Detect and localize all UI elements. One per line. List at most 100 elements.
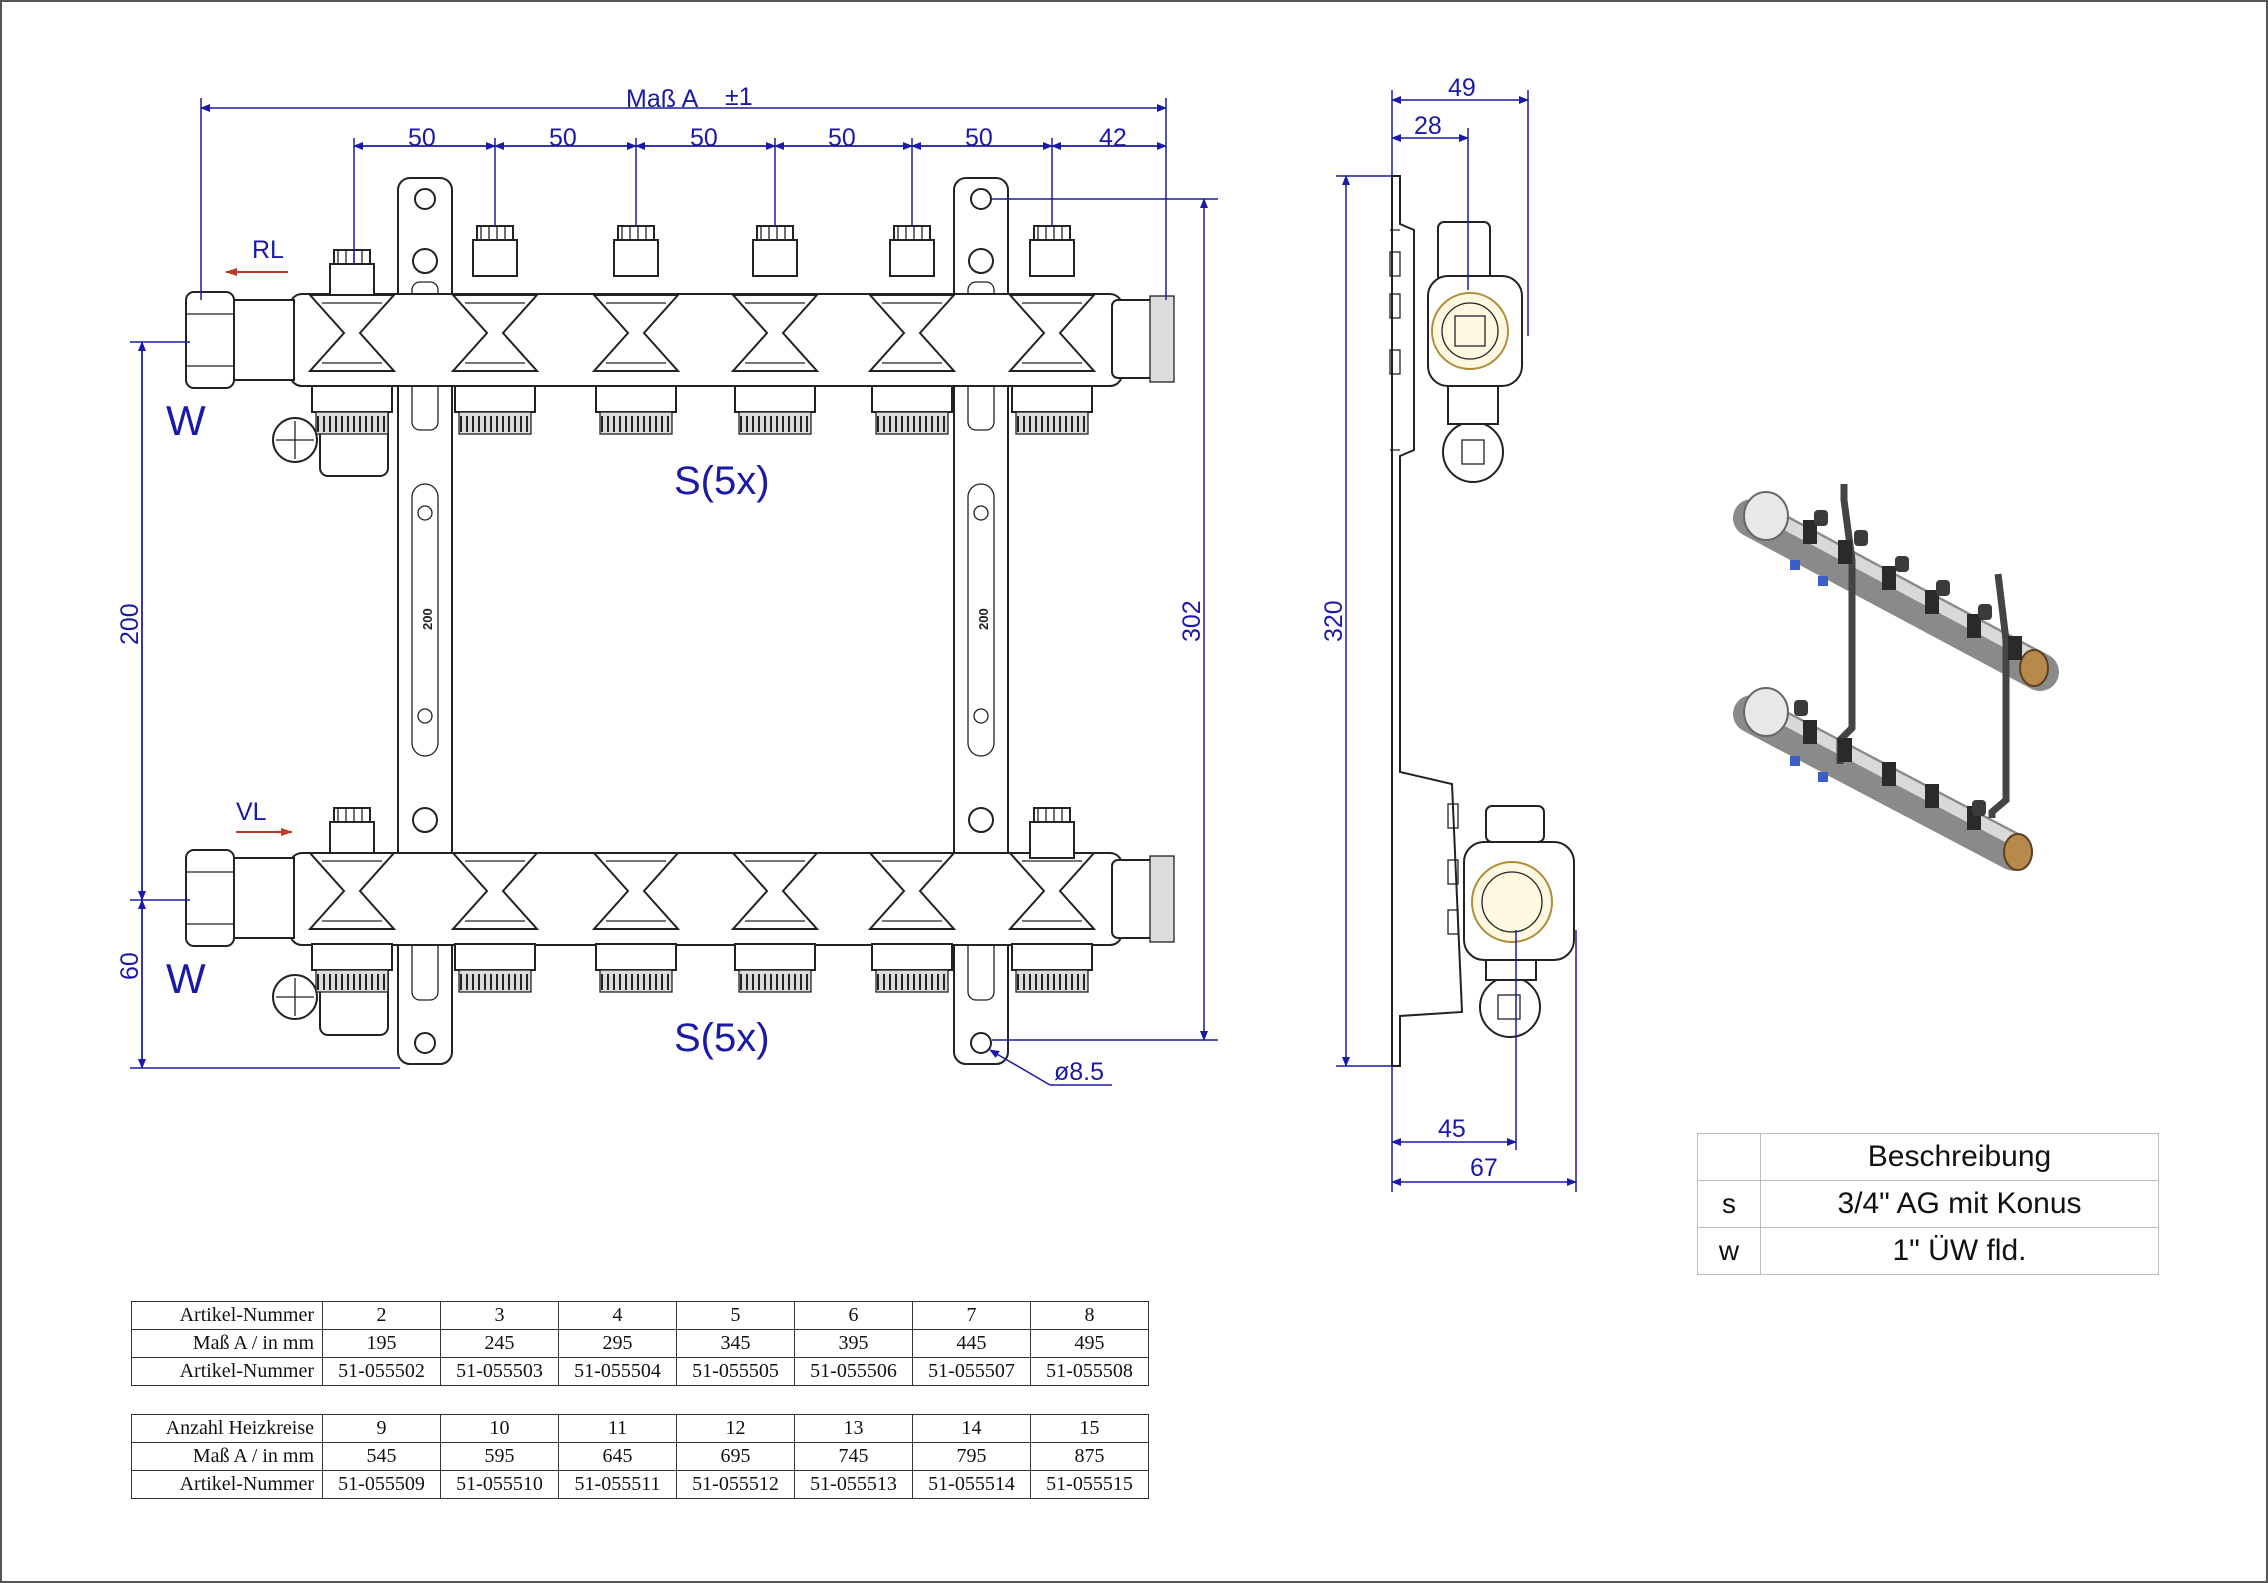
- dim-mass-a: Maß A: [626, 85, 699, 113]
- dim-hole-diameter: ø8.5: [1054, 1058, 1104, 1086]
- cell: 695: [676, 1442, 795, 1471]
- cell: 4: [558, 1301, 677, 1330]
- cell: 645: [558, 1442, 677, 1471]
- cell: 51-055504: [558, 1357, 677, 1386]
- front-view: Maß A ±1 50 50 50 50 50 42 200 60 302 ø8…: [116, 83, 1218, 1086]
- bottom-manifold: [185, 807, 1175, 1036]
- cell: 2: [322, 1301, 441, 1330]
- description-table: Beschreibung s 3/4" AG mit Konus w 1" ÜW…: [1697, 1133, 2159, 1275]
- label-w-bottom: W: [166, 955, 206, 1002]
- cell: 51-055513: [794, 1470, 913, 1499]
- bracket-label-left: 200: [420, 608, 435, 630]
- top-manifold: [185, 225, 1175, 477]
- dim-mass-a-tolerance: ±1: [725, 83, 753, 111]
- cell: 51-055503: [440, 1357, 559, 1386]
- left-bracket: [397, 177, 453, 1065]
- cell: 3: [440, 1301, 559, 1330]
- cell: 51-055512: [676, 1470, 795, 1499]
- cell: 875: [1030, 1442, 1149, 1471]
- spacer-cell: [131, 1385, 1149, 1415]
- cell: 8: [1030, 1301, 1149, 1330]
- cell: 51-055505: [676, 1357, 795, 1386]
- row-label: Artikel-Nummer: [131, 1301, 323, 1330]
- cell: 51-055508: [1030, 1357, 1149, 1386]
- description-row: w 1" ÜW fld.: [1697, 1227, 2159, 1275]
- cell: 9: [322, 1414, 441, 1443]
- table-row: Maß A / in mm 545 595 645 695 745 795 87…: [131, 1442, 1149, 1471]
- description-header-row: Beschreibung: [1697, 1133, 2159, 1181]
- dim-side-320: 320: [1320, 600, 1348, 642]
- label-outlets-bottom: S(5x): [674, 1016, 770, 1060]
- row-label: Artikel-Nummer: [131, 1470, 323, 1499]
- dim-spacing-3: 50: [690, 124, 718, 152]
- label-w-top: W: [166, 397, 206, 444]
- row-label: Maß A / in mm: [131, 1329, 323, 1358]
- cell: 14: [912, 1414, 1031, 1443]
- cell: 545: [322, 1442, 441, 1471]
- dim-spacing-1: 50: [408, 124, 436, 152]
- cell: 745: [794, 1442, 913, 1471]
- dim-spacing-5: 50: [965, 124, 993, 152]
- description-text: 3/4" AG mit Konus: [1760, 1180, 2159, 1228]
- cell: 10: [440, 1414, 559, 1443]
- cell: 445: [912, 1329, 1031, 1358]
- table-row: Artikel-Nummer 51-055509 51-055510 51-05…: [131, 1470, 1149, 1499]
- cell: 15: [1030, 1414, 1149, 1443]
- table-spacer: [131, 1385, 1149, 1415]
- cell: 51-055511: [558, 1470, 677, 1499]
- cell: 495: [1030, 1329, 1149, 1358]
- dim-spacing-6: 42: [1099, 124, 1127, 152]
- description-header: Beschreibung: [1760, 1133, 2159, 1181]
- cell: 51-055510: [440, 1470, 559, 1499]
- label-flow-line: VL: [236, 798, 267, 826]
- cell: 245: [440, 1329, 559, 1358]
- cell: 51-055509: [322, 1470, 441, 1499]
- row-label: Artikel-Nummer: [131, 1357, 323, 1386]
- cell: 795: [912, 1442, 1031, 1471]
- cell: 195: [322, 1329, 441, 1358]
- cell: 51-055502: [322, 1357, 441, 1386]
- row-label: Anzahl Heizkreise: [131, 1414, 323, 1443]
- dim-vertical-302: 302: [1178, 600, 1206, 642]
- label-outlets-top: S(5x): [674, 459, 770, 503]
- cell: 51-055515: [1030, 1470, 1149, 1499]
- cell: 51-055506: [794, 1357, 913, 1386]
- side-view: 49 28 320 45 67: [1320, 74, 1577, 1192]
- parts-table: Artikel-Nummer 2 3 4 5 6 7 8 Maß A / in …: [131, 1301, 1149, 1499]
- bracket-label-right: 200: [976, 608, 991, 630]
- table-row: Artikel-Nummer 2 3 4 5 6 7 8: [131, 1301, 1149, 1330]
- dim-side-49: 49: [1448, 74, 1476, 102]
- cell: 295: [558, 1329, 677, 1358]
- dim-spacing-2: 50: [549, 124, 577, 152]
- dim-side-28: 28: [1414, 112, 1442, 140]
- cell: 12: [676, 1414, 795, 1443]
- header-key-cell: [1697, 1133, 1761, 1181]
- cell: 11: [558, 1414, 677, 1443]
- description-key: w: [1697, 1227, 1761, 1275]
- cell: 13: [794, 1414, 913, 1443]
- cell: 7: [912, 1301, 1031, 1330]
- dim-side-45: 45: [1438, 1115, 1466, 1143]
- cell: 51-055507: [912, 1357, 1031, 1386]
- row-label: Maß A / in mm: [131, 1442, 323, 1471]
- description-row: s 3/4" AG mit Konus: [1697, 1180, 2159, 1228]
- cell: 5: [676, 1301, 795, 1330]
- description-key: s: [1697, 1180, 1761, 1228]
- dim-spacing-4: 50: [828, 124, 856, 152]
- cell: 395: [794, 1329, 913, 1358]
- isometric-view: [1733, 484, 2059, 871]
- table-row: Anzahl Heizkreise 9 10 11 12 13 14 15: [131, 1414, 1149, 1443]
- label-return-line: RL: [252, 236, 284, 264]
- dim-side-67: 67: [1470, 1154, 1498, 1182]
- dim-vertical-200: 200: [116, 603, 144, 645]
- table-row: Maß A / in mm 195 245 295 345 395 445 49…: [131, 1329, 1149, 1358]
- description-text: 1" ÜW fld.: [1760, 1227, 2159, 1275]
- cell: 51-055514: [912, 1470, 1031, 1499]
- table-row: Artikel-Nummer 51-055502 51-055503 51-05…: [131, 1357, 1149, 1386]
- cell: 6: [794, 1301, 913, 1330]
- cell: 345: [676, 1329, 795, 1358]
- dim-vertical-60: 60: [116, 952, 144, 980]
- cell: 595: [440, 1442, 559, 1471]
